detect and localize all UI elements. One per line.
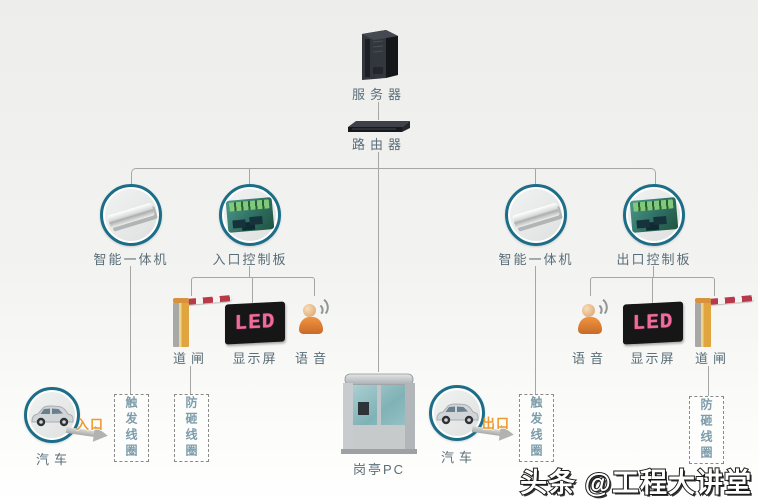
control-board-icon (225, 197, 275, 233)
trigger-coil-box: 触发线圈 (114, 394, 149, 462)
connector-line (708, 366, 709, 396)
exit-barrier-label: 道闸 (694, 351, 732, 366)
router-icon (346, 119, 412, 134)
entrance-machine-photo (100, 184, 162, 246)
exit-board-photo (623, 184, 685, 246)
connector-line (652, 277, 653, 303)
connector-line (535, 266, 536, 394)
network-bus-line (131, 168, 656, 185)
aio-machine-icon (107, 202, 155, 228)
connector-line (378, 152, 379, 372)
trigger-coil-label: 触发线圈 (529, 396, 543, 460)
connector-line (378, 102, 379, 120)
led-screen-text: LED (632, 310, 674, 336)
car-photo (24, 387, 80, 443)
connector-line (252, 277, 253, 303)
entrance-direction-label: 入口 (76, 417, 105, 432)
exit-machine-photo (505, 184, 567, 246)
connector-line (190, 366, 191, 394)
led-display-icon: LED (225, 301, 285, 345)
trigger-coil-label: 触发线圈 (124, 396, 138, 460)
watermark-text: 头条 @工程大讲堂 (519, 467, 752, 499)
car-icon (31, 404, 74, 426)
exit-board-label: 出口控制板 (616, 252, 692, 267)
control-board-icon (629, 197, 679, 233)
server-tower-icon (350, 27, 408, 83)
barrier-gate-icon (692, 295, 756, 347)
booth-label: 岗亭PC (352, 462, 406, 477)
router-label: 路由器 (351, 137, 407, 152)
voice-speaker-icon (296, 298, 334, 346)
connector-line (653, 266, 654, 277)
entrance-car-label: 汽车 (35, 452, 73, 467)
voice-speaker-icon (575, 298, 613, 346)
exit-direction-label: 出口 (482, 416, 511, 431)
car-icon (436, 402, 479, 424)
connector-line (535, 168, 536, 184)
entrance-display-label: 显示屏 (232, 351, 278, 366)
entrance-machine-label: 智能一体机 (93, 252, 169, 267)
exit-display-label: 显示屏 (630, 351, 676, 366)
anti-smash-coil-box: 防砸线圈 (174, 394, 209, 462)
led-display-icon: LED (623, 301, 683, 345)
led-screen-text: LED (234, 310, 276, 336)
server-label: 服务器 (351, 87, 407, 102)
connector-line (249, 266, 250, 277)
trigger-coil-box: 触发线圈 (519, 394, 554, 462)
entrance-branch-line (191, 277, 315, 296)
exit-voice-label: 语音 (571, 351, 609, 366)
entrance-voice-label: 语音 (294, 351, 332, 366)
connector-line (130, 266, 131, 394)
barrier-gate-icon (170, 295, 234, 347)
entrance-board-photo (219, 184, 281, 246)
entrance-barrier-label: 道闸 (172, 351, 210, 366)
guard-booth-icon (338, 372, 420, 456)
exit-car-label: 汽车 (440, 450, 478, 465)
exit-machine-label: 智能一体机 (498, 252, 574, 267)
connector-line (249, 168, 250, 184)
entrance-board-label: 入口控制板 (212, 252, 288, 267)
anti-smash-coil-box: 防砸线圈 (689, 396, 724, 464)
anti-smash-coil-label: 防砸线圈 (699, 398, 713, 462)
aio-machine-icon (512, 202, 560, 228)
anti-smash-coil-label: 防砸线圈 (184, 396, 198, 460)
